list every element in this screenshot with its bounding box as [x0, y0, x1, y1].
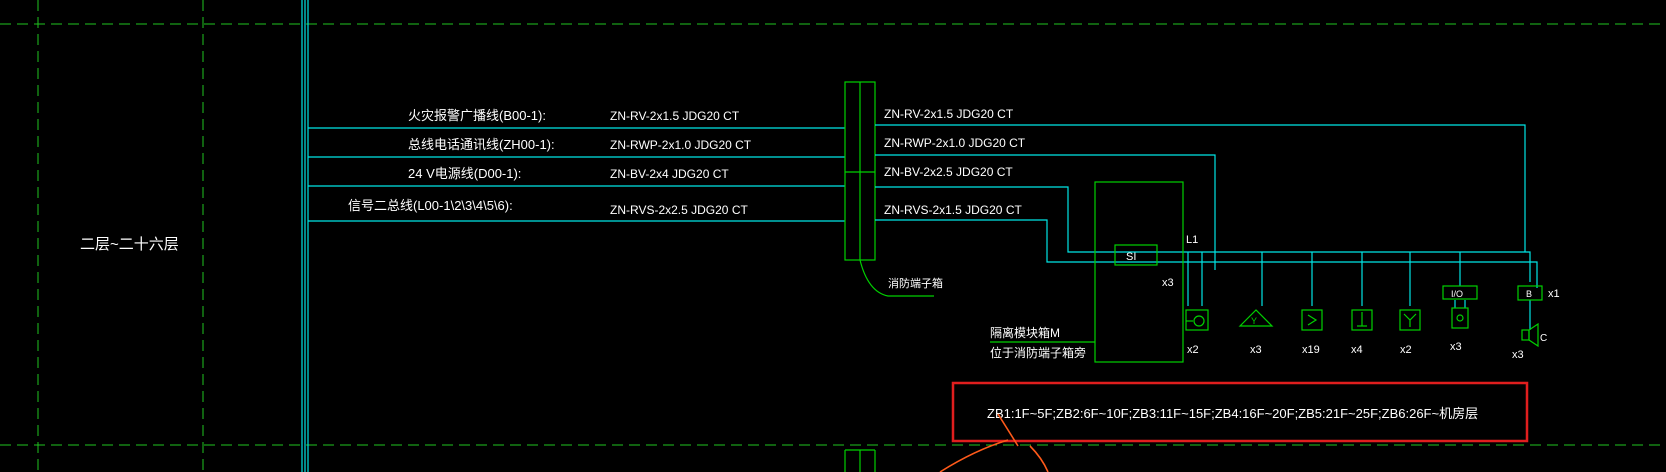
outgoing-cable-specs: ZN-RV-2x1.5 JDG20 CT ZN-RWP-2x1.0 JDG20 …	[884, 107, 1026, 217]
isolation-module-count: x3	[1162, 277, 1174, 289]
device-speaker: C x3	[1512, 322, 1547, 361]
out-cable-spec-power: ZN-BV-2x2.5 JDG20 CT	[884, 165, 1013, 179]
loop-label: L1	[1186, 234, 1198, 246]
hydrant-button-icon	[1399, 309, 1421, 331]
riser-lines	[301, 0, 309, 472]
smoke-detector-icon	[1301, 309, 1323, 331]
out-cable-spec-telephone: ZN-RWP-2x1.0 JDG20 CT	[884, 136, 1026, 150]
device-count-io-module: x3	[1450, 341, 1462, 353]
outgoing-wires	[875, 124, 1538, 330]
speaker-icon	[1521, 322, 1539, 348]
broadcast-module-icon	[1517, 285, 1543, 301]
cable-spec-signal-bus: ZN-RVS-2x2.5 JDG20 CT	[610, 203, 748, 217]
device-count-manual-alarm: x3	[1250, 344, 1262, 356]
terminal-box-label: 消防端子箱	[888, 276, 943, 290]
device-io-module: I/O x3	[1442, 285, 1478, 353]
device-manual-alarm: Y x3	[1238, 309, 1274, 356]
device-count-smoke-detector: x19	[1302, 344, 1320, 356]
device-heat-detector: x4	[1351, 309, 1373, 356]
device-water-flow: x2	[1185, 309, 1209, 356]
incoming-wires	[308, 127, 845, 222]
device-hydrant-button: x2	[1399, 309, 1421, 356]
isolation-module-symbol: SI	[1126, 251, 1136, 263]
out-cable-spec-broadcast: ZN-RV-2x1.5 JDG20 CT	[884, 107, 1014, 121]
incoming-cable-specs: ZN-RV-2x1.5 JDG20 CT ZN-RWP-2x1.0 JDG20 …	[610, 109, 752, 217]
manual-alarm-button-icon: Y	[1238, 309, 1274, 327]
wire-name-telephone: 总线电话通讯线(ZH00-1):	[408, 137, 555, 152]
heat-detector-icon	[1351, 309, 1373, 331]
out-cable-spec-signal-bus: ZN-RVS-2x1.5 JDG20 CT	[884, 203, 1022, 217]
device-count-water-flow: x2	[1187, 344, 1199, 356]
device-count-hydrant-button: x2	[1400, 344, 1412, 356]
broadcast-module-label: B	[1526, 289, 1532, 299]
cable-spec-power: ZN-BV-2x4 JDG20 CT	[610, 167, 729, 181]
wire-name-power: 24 V电源线(D00-1):	[408, 166, 521, 181]
device-count-speaker: x3	[1512, 349, 1524, 361]
device-count-broadcast-module: x1	[1548, 288, 1560, 300]
wire-name-signal-bus: 信号二总线(L00-1\2\3\4\5\6):	[348, 198, 513, 213]
terminal-box	[844, 81, 934, 472]
input-output-module-icon	[1442, 285, 1478, 329]
io-module-label: I/O	[1451, 289, 1463, 299]
cable-spec-broadcast: ZN-RV-2x1.5 JDG20 CT	[610, 109, 740, 123]
water-flow-indicator-icon	[1185, 309, 1209, 331]
wire-name-broadcast: 火灾报警广播线(B00-1):	[408, 108, 546, 123]
isolation-note-line2: 位于消防端子箱旁	[990, 345, 1086, 360]
highlight-box	[951, 381, 1529, 443]
device-broadcast-module: B x1	[1517, 285, 1560, 301]
svg-text:Y: Y	[1251, 316, 1257, 326]
device-smoke-detector: x19	[1301, 309, 1323, 356]
cable-spec-telephone: ZN-RWP-2x1.0 JDG20 CT	[610, 138, 752, 152]
speaker-label: C	[1540, 333, 1547, 344]
device-count-heat-detector: x4	[1351, 344, 1363, 356]
hand-annotation-mark	[939, 413, 1049, 472]
isolation-note-line1: 隔离模块箱M	[990, 325, 1060, 340]
isolation-module-box	[1094, 181, 1184, 363]
wire-names: 火灾报警广播线(B00-1): 总线电话通讯线(ZH00-1): 24 V电源线…	[348, 108, 555, 213]
zone-note: ZB1:1F~5F;ZB2:6F~10F;ZB3:11F~15F;ZB4:16F…	[987, 406, 1478, 421]
floor-label: 二层~二十六层	[80, 236, 179, 253]
